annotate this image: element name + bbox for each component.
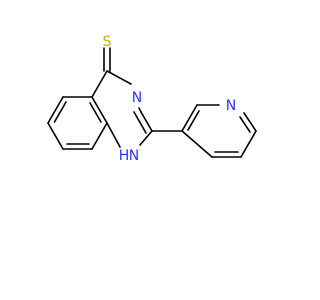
bond-n1-c8a	[106, 122, 121, 148]
bond-c2-n1	[139, 130, 153, 146]
bond-c8a-c4a	[91, 96, 108, 124]
bond-c5-c6-inner	[53, 101, 67, 123]
benzene-ring	[47, 96, 108, 150]
pyrimidine-ring	[91, 47, 153, 148]
bond-c4-n3	[106, 70, 132, 85]
bond-py-n-c6	[243, 112, 257, 132]
bond-c4a-c4	[91, 70, 108, 98]
quinazolinethione-structure: S N H N N	[47, 34, 257, 164]
atom-n1-h-label: H	[119, 148, 130, 164]
bond-c8a-c4a-inner	[89, 102, 102, 123]
bond-py-c3-c2-inner	[187, 110, 200, 131]
bond-c6-c7	[47, 122, 64, 150]
atom-n1-label: N	[129, 148, 139, 164]
bond-n3-c2	[140, 111, 153, 132]
atom-sulfur-label: S	[103, 34, 112, 50]
bond-n3-c2-inner	[133, 111, 147, 134]
bond-c8-c8a	[91, 122, 108, 150]
atom-n3-label: N	[132, 90, 142, 106]
atom-pyridine-n-label: N	[226, 98, 236, 114]
bond-py-c4-c3	[181, 130, 213, 158]
bond-py-c6-c5	[240, 130, 257, 158]
bond-py-n-c6-inner	[239, 116, 251, 133]
pyridine-ring	[181, 104, 257, 158]
bond-py-c3-c2	[181, 104, 198, 132]
bond-c5-c6	[47, 96, 64, 124]
structure-canvas: S N H N N	[47, 34, 257, 164]
